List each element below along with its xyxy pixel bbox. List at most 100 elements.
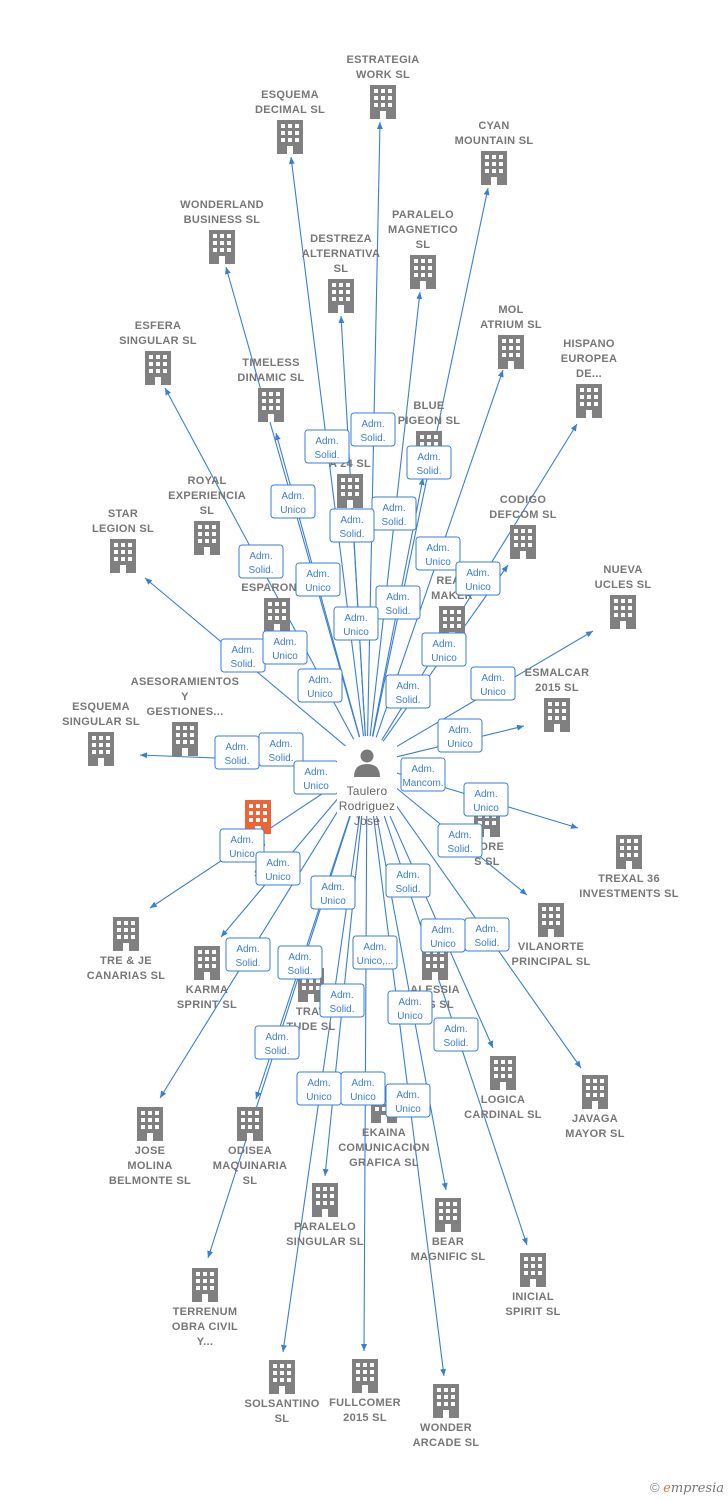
relation-tag-r27[interactable]: Adm.Unico [255,851,301,886]
relation-tag-r38[interactable]: Adm.Solid. [433,1017,479,1052]
relation-tag-r17[interactable]: Adm.Solid. [385,674,431,709]
relation-tag-r3[interactable]: Adm.Solid. [406,445,452,480]
relation-tag-r16[interactable]: Adm.Unico [297,668,343,703]
relation-tag-r1[interactable]: Adm.Solid. [350,412,396,447]
relation-tag-r36[interactable]: Adm.Unico [387,990,433,1025]
relation-tag-r10[interactable]: Adm.Unico [455,561,501,596]
relation-box [437,718,483,753]
building-icon [337,474,363,508]
relation-tag-r25[interactable]: Adm.Unico [219,828,265,863]
company-node-a24[interactable]: A 24 SL [329,458,371,508]
relation-tag-r18[interactable]: Adm.Unico [470,666,516,701]
company-label: BLUE [413,400,444,412]
relation-tag-r31[interactable]: Adm.Solid. [464,917,510,952]
relation-tag-r24[interactable]: Adm.Unico [463,782,509,817]
relation-tag-r12[interactable]: Adm.Unico [333,606,379,641]
relation-tag-r20[interactable]: Adm.Solid. [258,732,304,767]
relation-tag-r35[interactable]: Adm.Solid. [319,983,365,1018]
relation-tag-r11[interactable]: Adm.Solid. [375,585,421,620]
company-node-asesoramientos[interactable]: ASESORAMIENTOSYGESTIONES... [131,676,240,756]
building-icon [370,85,396,119]
relation-tag-r22[interactable]: Adm.Unico [293,760,339,795]
building-icon [137,1107,163,1141]
company-label: ESTRATEGIA [346,54,419,66]
relation-tag-r7[interactable]: Adm.Solid. [238,544,284,579]
relation-tag-r8[interactable]: Adm.Unico [295,562,341,597]
relation-tag-r37[interactable]: Adm.Solid. [254,1025,300,1060]
relation-tag-r30[interactable]: Adm.Unico [420,918,466,953]
relation-tag-r34[interactable]: Adm.Solid. [277,945,323,980]
relation-label: Adm. [444,1024,467,1035]
relation-label: Adm. [236,944,259,955]
relation-tag-r33[interactable]: Adm.Unico,... [352,935,398,970]
relation-tag-extra[interactable]: Adm.Unico [385,1083,431,1118]
relation-box [258,732,304,767]
relation-box [385,1083,431,1118]
company-label: DINAMIC SL [237,372,304,384]
relation-tag-r15[interactable]: Adm.Unico [421,632,467,667]
relation-box [415,536,461,571]
company-label: ODISEA [228,1145,272,1157]
edge-terrenum [207,790,359,1259]
relation-tag-r23[interactable]: Adm.Mancom. [400,757,446,792]
relation-tag-r28[interactable]: Adm.Unico [310,875,356,910]
company-node-esparonce[interactable]: ESPARONCE [241,582,313,632]
relation-tag-r2[interactable]: Adm.Solid. [304,429,350,464]
relation-tag-r40[interactable]: Adm.Unico [340,1071,386,1106]
relation-tag-r39[interactable]: Adm.Unico [296,1071,342,1106]
relation-label: Unico [350,1092,376,1103]
relation-tag-r21[interactable]: Adm.Unico [437,718,483,753]
relation-tag-r19[interactable]: Adm.Solid. [214,735,260,770]
relation-tag-r9[interactable]: Adm.Unico [415,536,461,571]
building-icon [209,230,235,264]
building-icon [435,1198,461,1232]
relation-tag-r29[interactable]: Adm.Solid. [385,863,431,898]
relation-tag-r13[interactable]: Adm.Solid. [220,638,266,673]
relation-tag-r32[interactable]: Adm.Solid. [225,937,271,972]
relation-tag-r6[interactable]: Adm.Solid. [329,508,375,543]
relation-tag-r26[interactable]: Adm.Solid. [437,823,483,858]
relation-tag-r14[interactable]: Adm.Unico [262,630,308,665]
company-node-hispano-europea[interactable]: HISPANOEUROPEADE... [561,338,618,418]
relation-tag-r5[interactable]: Adm.Solid. [371,496,417,531]
relation-label: Adm. [307,1078,330,1089]
relation-label: Unico [303,781,329,792]
footer-brand[interactable]: © empresia [650,1480,724,1496]
company-label: ESMALCAR [525,667,590,679]
relation-tag-r4[interactable]: Adm.Unico [270,484,316,519]
